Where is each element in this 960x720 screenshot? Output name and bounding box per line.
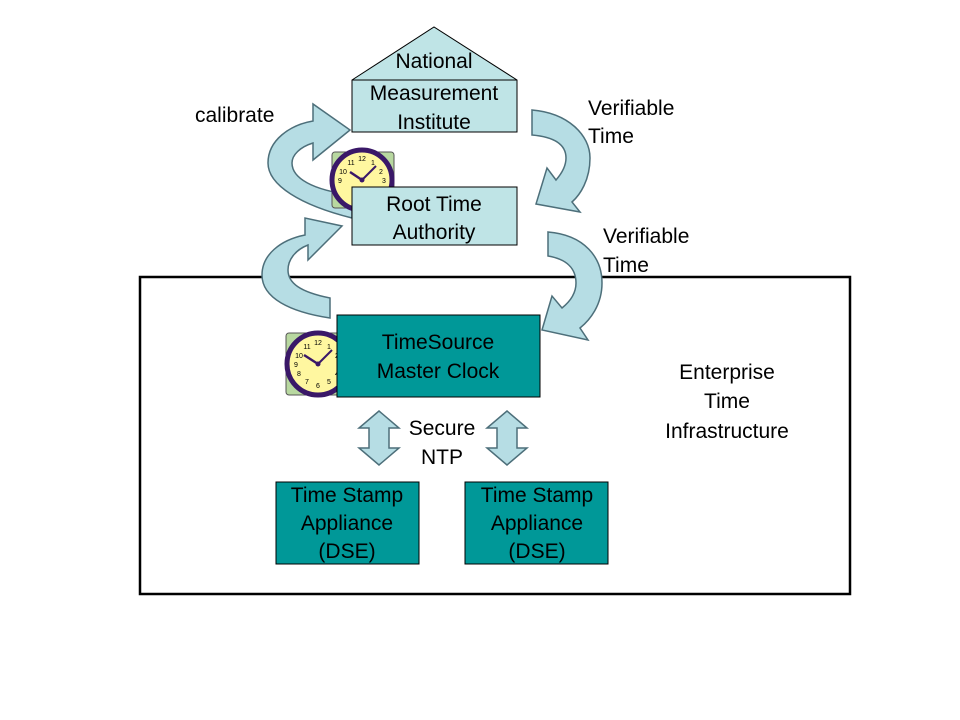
tsa-left-box (275, 481, 420, 565)
verifiable-time-arrow-lower (541, 231, 603, 342)
secure-ntp-arrow-left (356, 410, 402, 466)
tsa-right-box (464, 481, 609, 565)
tsa-right-label-3: (DSE) (508, 540, 565, 563)
nmi-label-3: Institute (397, 111, 471, 134)
clock-icon: 12 1 2 3 4 5 6 7 8 9 10 11 (284, 330, 352, 398)
nmi-label-1: National (395, 50, 472, 73)
rta-label-1: Root Time (386, 193, 482, 216)
secure-ntp-label-2: NTP (421, 446, 463, 469)
verifiable-time-label-1b: Time (588, 125, 634, 148)
tsa-left-label-2: Appliance (301, 512, 393, 535)
svg-text:9: 9 (338, 178, 342, 185)
master-label-1: TimeSource (382, 331, 494, 354)
root-time-authority-box (351, 186, 518, 246)
svg-text:2: 2 (379, 169, 383, 176)
svg-text:9: 9 (294, 362, 298, 369)
enterprise-label-1: Enterprise (679, 361, 775, 384)
svg-text:5: 5 (327, 379, 331, 386)
tsa-right-label-1: Time Stamp (481, 484, 593, 507)
svg-text:12: 12 (314, 340, 322, 347)
calibrate-label: calibrate (195, 104, 274, 127)
tsa-left-label-3: (DSE) (318, 540, 375, 563)
secure-ntp-arrow-right (484, 410, 530, 466)
svg-text:6: 6 (316, 383, 320, 390)
calibrate-arrow (267, 102, 353, 219)
tsa-right-label-2: Appliance (491, 512, 583, 535)
enterprise-boundary (138, 275, 852, 596)
verifiable-time-label-1a: Verifiable (588, 97, 674, 120)
verifiable-time-arrow-upper (531, 109, 591, 214)
svg-text:1: 1 (371, 160, 375, 167)
rta-label-2: Authority (393, 221, 476, 244)
master-label-2: Master Clock (377, 360, 500, 383)
svg-text:10: 10 (339, 169, 347, 176)
svg-text:8: 8 (297, 371, 301, 378)
svg-text:1: 1 (327, 344, 331, 351)
verifiable-time-label-2a: Verifiable (603, 225, 689, 248)
secure-ntp-label-1: Secure (409, 417, 476, 440)
svg-text:11: 11 (303, 344, 310, 351)
svg-text:12: 12 (358, 156, 366, 163)
enterprise-label-3: Infrastructure (665, 420, 789, 443)
tsa-left-label-1: Time Stamp (291, 484, 403, 507)
enterprise-label-2: Time (704, 390, 750, 413)
nmi-label-2: Measurement (370, 82, 499, 105)
sync-arrow-lower-left (261, 217, 344, 319)
svg-text:7: 7 (305, 379, 309, 386)
svg-text:10: 10 (295, 353, 303, 360)
master-clock-box (336, 314, 541, 398)
svg-text:3: 3 (382, 178, 386, 185)
svg-text:11: 11 (347, 160, 354, 167)
verifiable-time-label-2b: Time (603, 254, 649, 277)
